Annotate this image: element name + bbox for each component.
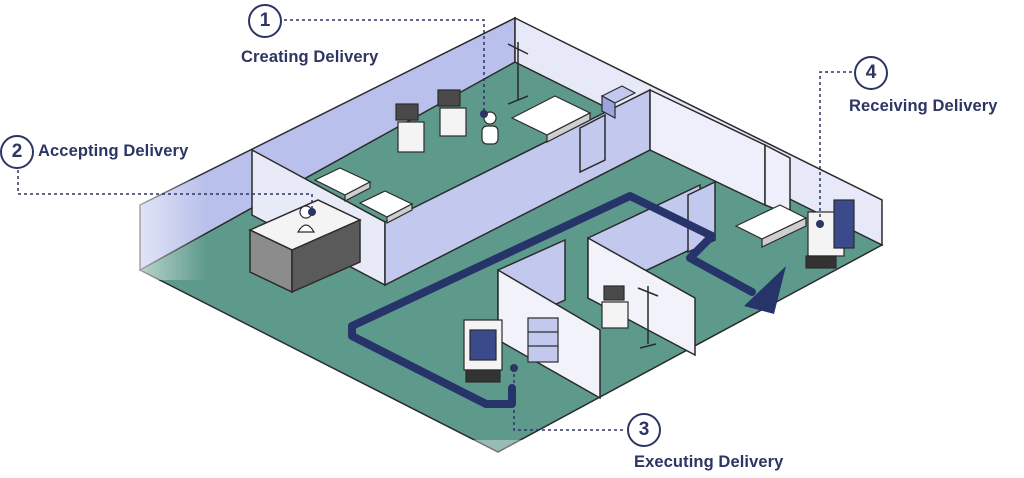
- step-2-badge: 2: [0, 135, 34, 169]
- delivery-robot-icon: [463, 319, 503, 383]
- leader-dots: [308, 110, 824, 372]
- patient-monitor-icon: [601, 285, 629, 329]
- step-4-label: Receiving Delivery: [849, 97, 998, 115]
- patient-monitor-icon: [395, 103, 425, 153]
- step-3-badge: 3: [627, 413, 661, 447]
- delivery-robot-icon: [805, 199, 855, 269]
- leader-lines: [17, 19, 852, 431]
- bed-icon: [510, 95, 592, 143]
- storage-shelf-icon: [600, 85, 637, 120]
- storage-shelf-icon: [527, 317, 559, 363]
- bed-icon: [734, 204, 808, 248]
- step-4-badge: 4: [854, 56, 888, 90]
- iv-stand-icon: [637, 286, 659, 349]
- patient-monitor-icon: [437, 89, 467, 137]
- step-1-badge: 1: [248, 4, 282, 38]
- bed-icon: [358, 190, 414, 224]
- direction-arrow-icon: [744, 266, 786, 314]
- bed-icon: [313, 167, 372, 202]
- step-2-label: Accepting Delivery: [38, 142, 189, 160]
- iv-stand-icon: [507, 42, 529, 105]
- step-1-label: Creating Delivery: [241, 48, 379, 66]
- step-3-label: Executing Delivery: [634, 453, 784, 471]
- delivery-route: [348, 192, 756, 408]
